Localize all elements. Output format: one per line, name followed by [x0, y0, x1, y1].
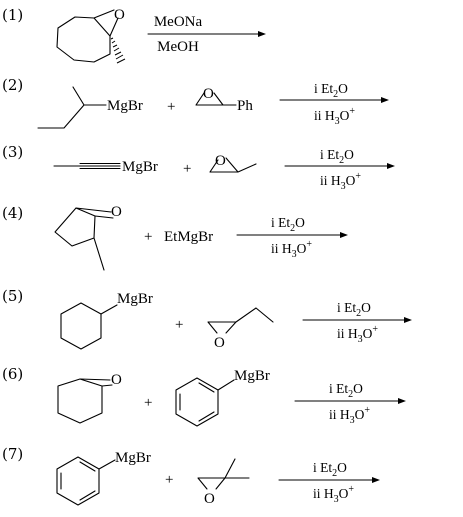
condition-bottom: ii H3O+ — [329, 405, 370, 426]
methyl-bond — [93, 237, 105, 271]
reaction-6: (6) O + MgBr i Et2O ii H3O+ — [2, 365, 406, 427]
cyclohexane-ring — [60, 302, 102, 350]
reaction-number: (3) — [2, 143, 23, 161]
benzene-ring — [56, 456, 100, 506]
grignard-label: MgBr — [115, 450, 151, 466]
plus-sign: + — [167, 99, 175, 115]
reaction-4: (4) O + EtMgBr i Et2O ii H3O+ — [2, 204, 348, 271]
epoxide-oxygen: O — [215, 153, 226, 169]
epoxide-oxygen: O — [214, 335, 225, 351]
condition-bottom: ii H3O+ — [313, 484, 354, 505]
grignard-label: MgBr — [234, 368, 270, 384]
epoxide-bonds — [79, 378, 113, 387]
epoxide-oxygen: O — [114, 7, 125, 23]
reaction-2: (2) MgBr + O Ph i Et2O ii H3O+ — [2, 76, 389, 129]
reaction-number: (7) — [2, 445, 23, 463]
condition-bottom: MeOH — [157, 39, 199, 55]
plus-sign: + — [165, 472, 173, 488]
grignard-label: MgBr — [117, 291, 153, 307]
condition-top: i Et2O — [313, 460, 347, 479]
grignard-label: MgBr — [107, 98, 143, 114]
condition-bottom: ii H3O+ — [337, 324, 378, 345]
grignard-reagent: EtMgBr — [164, 229, 213, 245]
epoxide-oxygen: O — [204, 491, 215, 507]
condition-top: i Et2O — [320, 147, 354, 166]
cyclohexane-ring — [56, 16, 111, 63]
reaction-number: (4) — [2, 204, 23, 222]
reaction-5: (5) MgBr + O i Et2O ii H3O+ — [2, 287, 412, 351]
reaction-7: (7) MgBr + O i Et2O ii H3O+ — [2, 445, 380, 507]
reaction-1: (1) O MeONa MeOH — [2, 6, 266, 64]
epoxide-ring — [207, 307, 274, 334]
epoxide-ring — [197, 458, 250, 490]
epoxide-bonds — [93, 9, 119, 37]
reaction-number: (2) — [2, 76, 23, 94]
reaction-number: (5) — [2, 287, 23, 305]
alkyne-chain — [53, 162, 121, 170]
cyclopentane-ring — [54, 207, 96, 247]
epoxide-ring — [209, 157, 257, 173]
condition-bottom: ii H3O+ — [320, 171, 361, 192]
epoxide-oxygen: O — [111, 204, 122, 220]
reaction-number: (1) — [2, 6, 23, 24]
sec-butyl-chain — [37, 86, 107, 129]
cyclohexane-ring — [57, 378, 103, 424]
reaction-number: (6) — [2, 365, 23, 383]
condition-bottom: ii H3O+ — [271, 239, 312, 260]
phenyl-label: Ph — [237, 98, 253, 114]
benzene-ring — [175, 377, 219, 427]
condition-top: i Et2O — [314, 81, 348, 100]
epoxide-oxygen: O — [203, 86, 214, 102]
benzene-double-bonds — [60, 461, 96, 501]
condition-top: MeONa — [154, 14, 203, 30]
grignard-label: MgBr — [122, 159, 158, 175]
condition-bottom: ii H3O+ — [314, 106, 355, 127]
hashed-methyl-wedge — [110, 37, 126, 64]
condition-top: i Et2O — [271, 215, 305, 234]
plus-sign: + — [144, 395, 152, 411]
plus-sign: + — [183, 161, 191, 177]
epoxide-bonds — [75, 207, 114, 219]
reaction-3: (3) MgBr + O i Et2O ii H3O+ — [2, 143, 395, 192]
condition-top: i Et2O — [329, 381, 363, 400]
condition-top: i Et2O — [337, 300, 371, 319]
plus-sign: + — [175, 317, 183, 333]
epoxide-oxygen: O — [111, 372, 122, 388]
benzene-double-bonds — [179, 382, 215, 422]
plus-sign: + — [144, 229, 152, 245]
